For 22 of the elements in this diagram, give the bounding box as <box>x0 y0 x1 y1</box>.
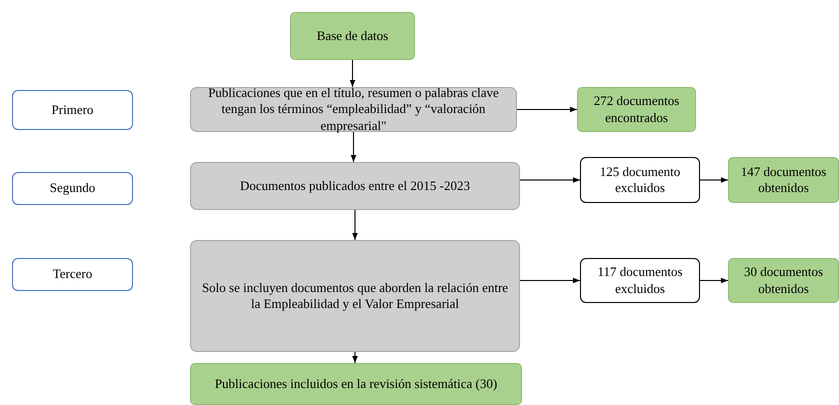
process-box: Solo se incluyen documentos que aborden la relación entre la Empleabilidad y el Valor Empresarial <box>190 240 520 352</box>
excluded-box: 125 documento excluidos <box>580 157 700 203</box>
arrow <box>352 352 358 364</box>
arrow <box>700 177 728 183</box>
step-box: Segundo <box>12 172 133 205</box>
arrow <box>520 278 580 284</box>
result-box: 147 documentos obtenidos <box>728 157 839 203</box>
source-box: Base de datos <box>290 12 415 60</box>
result-box: Publicaciones incluidos en la revisión sistemática (30) <box>190 363 522 405</box>
arrow <box>700 278 728 284</box>
process-box: Publicaciones que en el título, resumen o palabras clave tengan los términos “empleabilidad” y “valoración empresarial" <box>190 87 517 132</box>
process-box: Documentos publicados entre el 2015 -2023 <box>190 162 520 210</box>
arrow <box>352 210 358 240</box>
step-box: Tercero <box>12 258 133 291</box>
step-box: Primero <box>12 90 133 130</box>
excluded-box: 117 documentos excluidos <box>580 258 700 303</box>
arrow <box>516 106 578 112</box>
result-box: 272 documentos encontrados <box>577 87 696 132</box>
result-box: 30 documentos obtenidos <box>728 258 839 303</box>
arrow <box>350 60 356 88</box>
arrow <box>520 177 580 183</box>
arrow <box>350 132 356 162</box>
